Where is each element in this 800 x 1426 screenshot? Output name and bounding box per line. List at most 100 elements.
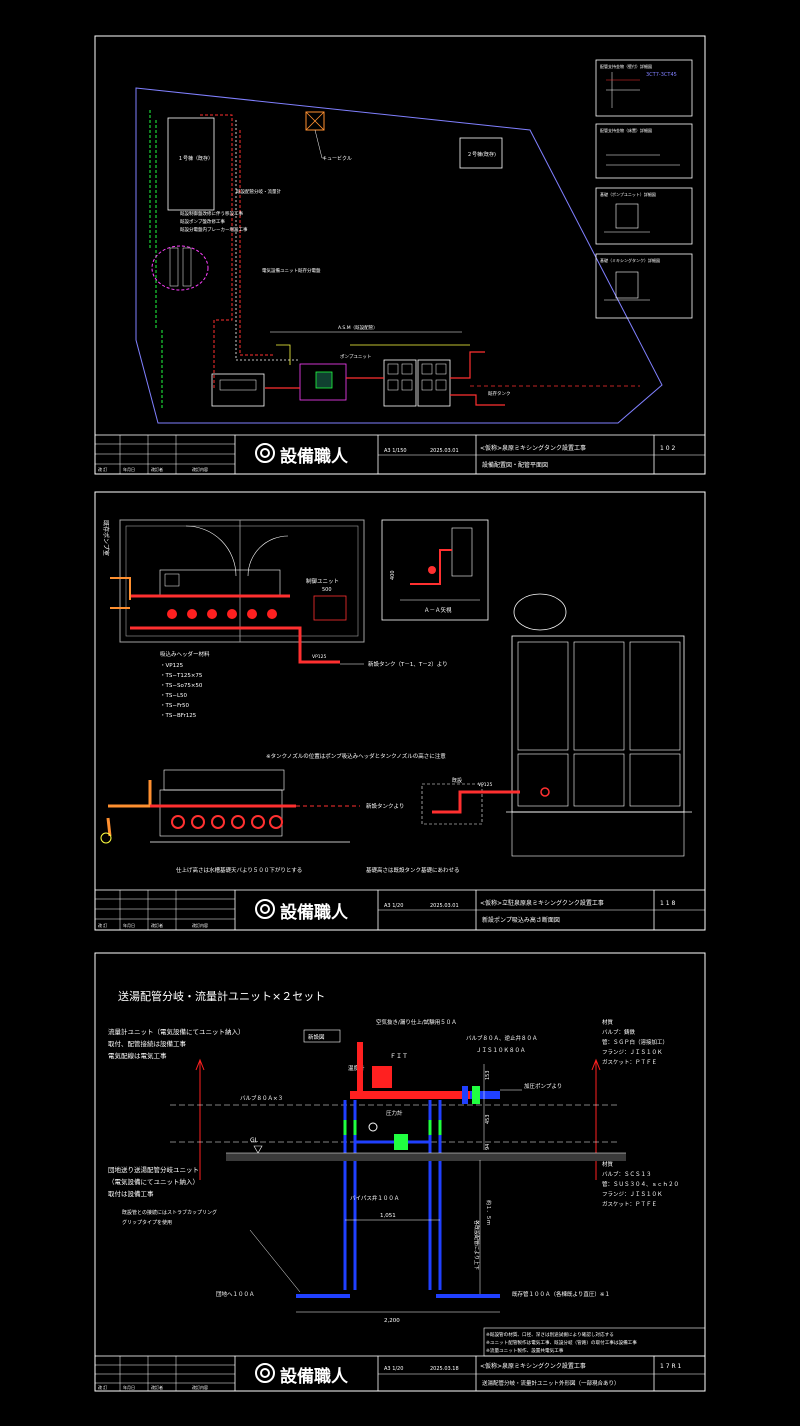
detail-panel-1: 配管支持金物（壁付）詳細図 3CT7-3CT45 [595,59,693,117]
svg-text:A3 1/20: A3 1/20 [384,1366,403,1372]
revision-cloud [151,245,209,291]
svg-text:改訂内容: 改訂内容 [192,466,208,472]
sheet-3-heading: 送湯配管分岐・流量計ユニット×２セット [118,989,325,1003]
building-1 [167,117,215,211]
pump-row-plan [167,609,277,619]
svg-text:・TS−Fr50: ・TS−Fr50 [160,703,189,709]
svg-text:（電気設備にてユニット納入）: （電気設備にてユニット納入） [108,1177,199,1186]
svg-text:・TS−So75×50: ・TS−So75×50 [160,683,203,689]
building-1-label: １号棟（既存） [178,155,213,162]
building-2 [459,137,503,169]
size-scale: A3 1/150 [384,448,407,454]
company-name: 設備職人 [280,902,349,923]
detail-panel-2: 配管支持金物（床置）詳細図 [595,123,693,179]
note-a: 既設制御盤改修に伴う移設工事 [180,210,243,217]
svg-text:ＪＩＳ１０Ｋ８０Ａ: ＪＩＳ１０Ｋ８０Ａ [476,1047,526,1054]
svg-text:団地へ１００Ａ: 団地へ１００Ａ [216,1290,255,1298]
svg-text:バルブ８０Ａ×３: バルブ８０Ａ×３ [240,1094,283,1102]
svg-text:ガスケット：ＰＴＦＥ: ガスケット：ＰＴＦＥ [602,1058,657,1066]
svg-text:2,200: 2,200 [384,1318,400,1324]
svg-text:フランジ：ＪＩＳ１０Ｋ: フランジ：ＪＩＳ１０Ｋ [602,1049,663,1056]
svg-text:吸込みヘッダー材料: 吸込みヘッダー材料 [160,650,210,658]
note-b: 既設ポンプ盤改修工事 [180,218,225,225]
svg-text:A3 1/20: A3 1/20 [384,903,403,909]
svg-text:改 訂: 改 訂 [98,922,107,928]
title-block-3: 改 訂 年月日 改訂者 改訂内容 設備職人 A3 1/20 2025.03.18… [94,1355,706,1392]
sheet-1: １号棟（既存） ２号棟(既存) キュービクル 既設制御盤改修に伴う移設工事 既設… [94,35,706,475]
sheet-2-frame [94,491,706,931]
title-block-2: 改 訂 年月日 改訂者 改訂内容 設備職人 A3 1/20 2025.03.01… [94,889,706,931]
svg-text:2025.03.18: 2025.03.18 [430,1366,459,1372]
cubicle-label: キュービクル [322,155,352,162]
pump-unit-2 [299,363,347,401]
svg-text:年月日: 年月日 [123,1384,135,1390]
svg-text:約１．５ｍ: 約１．５ｍ [485,1200,492,1225]
route-a-label: 既設配管分岐・流量計 [236,188,281,195]
svg-text:<仮称>立駐泉原泉ミキシングクンク設置工事: <仮称>立駐泉原泉ミキシングクンク設置工事 [480,899,604,907]
drawing-name: 設備配置図・配管平面図 [482,461,548,469]
svg-text:既設管との接続にはストラブカップリング: 既設管との接続にはストラブカップリング [122,1209,217,1216]
drawing-date: 2025.03.01 [430,448,459,454]
svg-text:材質: 材質 [602,1018,614,1026]
svg-text:改訂内容: 改訂内容 [192,922,208,928]
logo [255,1363,275,1383]
svg-text:取付は設備工事: 取付は設備工事 [108,1189,154,1198]
svg-text:94: 94 [485,1144,491,1150]
ground-hatch [226,1153,626,1161]
svg-text:改訂内容: 改訂内容 [192,1384,208,1390]
svg-text:流量計ユニット（電気設備にてユニット納入）: 流量計ユニット（電気設備にてユニット納入） [108,1027,245,1036]
svg-text:電気配線は電気工事: 電気配線は電気工事 [108,1051,167,1060]
svg-text:バルブ：鋳鉄: バルブ：鋳鉄 [602,1028,636,1036]
detail-panel-4: 基礎（ミキシングタンク）詳細図 [595,253,693,319]
detail-panel-3: 基礎（ポンプユニット）詳細図 [595,187,693,245]
control-unit-dim: 500 [322,587,332,593]
building-2-label: ２号棟(既存) [467,151,496,158]
tank-elevation [506,593,692,857]
tank-t1 [383,359,417,407]
control-unit-label: 制御ユニット [306,577,339,585]
svg-text:基礎（ポンプユニット）詳細図: 基礎（ポンプユニット）詳細図 [600,191,656,197]
svg-text:GL: GL [250,1137,259,1144]
svg-text:※ユニット配管製作は電気工事、既設分岐（管路）の取付工事は設: ※ユニット配管製作は電気工事、既設分岐（管路）の取付工事は設備工事 [486,1339,637,1346]
svg-text:1 7 R 1: 1 7 R 1 [660,1363,682,1370]
svg-text:改訂者: 改訂者 [151,922,163,928]
svg-text:バルブ：ＳＣＳ１３: バルブ：ＳＣＳ１３ [602,1170,652,1178]
tank-label-top: 新設タンク（T－1、T－2）より [368,660,448,668]
vp-mid: VP125 [478,782,493,788]
dim-top-label: A.S.M（既設配管） [338,324,378,331]
svg-text:団地送り送湯配管分岐ユニット: 団地送り送湯配管分岐ユニット [108,1165,199,1174]
side-label: 既存ポンプ室 [102,520,110,556]
rev-header-1: 改 訂 [98,466,107,472]
sheet-2: 既存ポンプ室 制御ユニット 500 VP125 新設タンク（T－1、T－2）より… [94,491,706,931]
spec-1: 材質 バルブ：鋳鉄 管：ＳＧＰ白（溶接加工） フランジ：ＪＩＳ１０Ｋ ガスケット… [602,1018,668,1066]
svg-text:<仮称>泉原ミキシングクンク設置工事: <仮称>泉原ミキシングクンク設置工事 [480,1362,586,1370]
note-floor: 仕上げ高さは水槽基礎天バより５００下がりとする [176,866,302,874]
svg-text:1 1 8: 1 1 8 [660,900,675,907]
svg-text:加圧ポンプより: 加圧ポンプより [524,1082,562,1090]
svg-text:153: 153 [485,1070,491,1080]
svg-text:バイパス弁１００Ａ: バイパス弁１００Ａ [350,1194,399,1202]
pipe-plan-red [265,351,505,406]
flow-unit [343,1042,500,1290]
route-b-label: 電気設備ユニット既存分電盤 [262,267,321,274]
svg-text:送湯配管分岐・流量計ユニット外形図（一部現合あり）: 送湯配管分岐・流量計ユニット外形図（一部現合あり） [482,1379,620,1387]
spec-2: 材質 バルブ：ＳＣＳ１３ 管：ＳＵＳ３０４、ｓｃｈ２０ フランジ：ＪＩＳ１０Ｋ … [602,1160,679,1208]
aa-view-box [381,519,489,621]
svg-text:※既設管の材質、口径、深さは別途試掘により確認し対応する: ※既設管の材質、口径、深さは別途試掘により確認し対応する [486,1331,614,1338]
svg-text:フランジ：ＪＩＳ１０Ｋ: フランジ：ＪＩＳ１０Ｋ [602,1191,663,1198]
svg-text:改 訂: 改 訂 [98,1384,107,1390]
svg-text:管：ＳＵＳ３０４、ｓｃｈ２０: 管：ＳＵＳ３０４、ｓｃｈ２０ [602,1180,679,1188]
sheet-3: 送湯配管分岐・流量計ユニット×２セット 流量計ユニット（電気設備にてユニット納入… [94,952,706,1392]
svg-text:配管支持金物（壁付）詳細図: 配管支持金物（壁付）詳細図 [600,63,652,69]
pump-unit-label: ポンプユニット [340,353,371,360]
control-unit [313,595,347,621]
pump-row-elev [171,815,283,829]
existing-tank-label: 既存タンク [488,390,511,397]
svg-text:配管支持金物（床置）詳細図: 配管支持金物（床置）詳細図 [600,127,652,133]
svg-text:温度計: 温度計 [348,1064,365,1072]
note-c: 既設分電盤内ブレーカー増設工事 [180,226,248,233]
svg-text:・TS−L50: ・TS−L50 [160,693,188,699]
header-material: 吸込みヘッダー材料 ・VP125 ・TS−T125×75 ・TS−So75×50… [160,650,210,719]
site-boundary [135,87,663,424]
tank-t2 [417,359,451,407]
